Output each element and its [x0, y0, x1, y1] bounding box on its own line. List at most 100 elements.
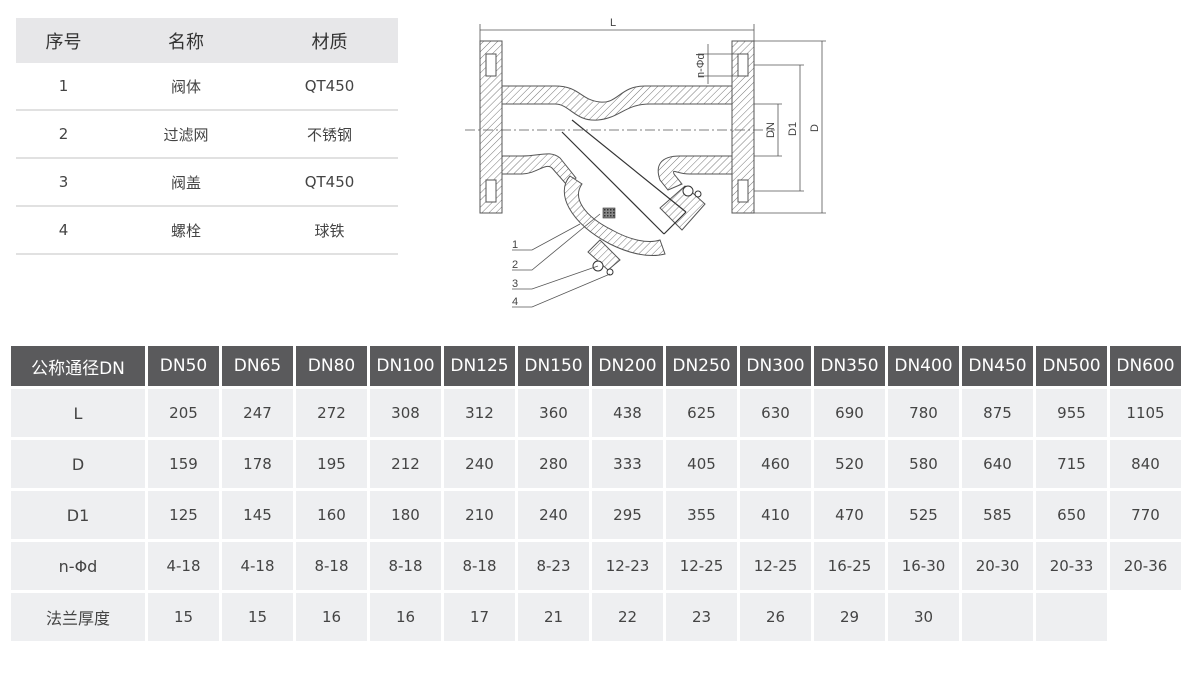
dimension-cell: 840 — [1110, 440, 1181, 488]
part-material: 不锈钢 — [261, 110, 398, 159]
part-no: 4 — [16, 206, 111, 255]
dimension-cell: 20-33 — [1036, 542, 1107, 590]
dimension-cell: 585 — [962, 491, 1033, 539]
dimension-cell: 145 — [222, 491, 293, 539]
dimension-row-label: D — [11, 440, 145, 488]
dimension-cell — [1036, 593, 1107, 641]
dimension-cell: 15 — [148, 593, 219, 641]
dn-column-header: DN125 — [444, 346, 515, 386]
dimension-row-label: 法兰厚度 — [11, 593, 145, 641]
dimension-cell: 21 — [518, 593, 589, 641]
dimension-cell: 16 — [296, 593, 367, 641]
dimension-cell: 4-18 — [222, 542, 293, 590]
dn-column-header: DN500 — [1036, 346, 1107, 386]
callout-1-label: 1 — [512, 239, 518, 251]
dimension-cell: 640 — [962, 440, 1033, 488]
dimension-cell: 360 — [518, 389, 589, 437]
y-strainer-drawing: L n-Φd DN D1 D 1 2 3 4 — [465, 17, 826, 308]
dimension-cell: 30 — [888, 593, 959, 641]
callout-2-label: 2 — [512, 259, 518, 271]
dn-column-header: DN400 — [888, 346, 959, 386]
dimension-cell: 26 — [740, 593, 811, 641]
dimension-header-row: 公称通径DN DN50 DN65 DN80 DN100 DN125 DN150 … — [11, 346, 1181, 386]
dn-column-header: DN350 — [814, 346, 885, 386]
dn-column-header: DN200 — [592, 346, 663, 386]
dimension-cell: 770 — [1110, 491, 1181, 539]
callout-leader-3 — [512, 265, 599, 290]
dimension-row-label: n-Φd — [11, 542, 145, 590]
right-flange — [731, 40, 755, 214]
dimension-cell: 690 — [814, 389, 885, 437]
mesh-patch — [602, 207, 616, 219]
dimension-cell: 12-25 — [666, 542, 737, 590]
dimension-row-label: L — [11, 389, 145, 437]
left-flange — [479, 40, 503, 214]
dimension-cell: 210 — [444, 491, 515, 539]
part-name: 阀体 — [111, 63, 261, 111]
dimension-cell: 20-36 — [1110, 542, 1181, 590]
part-material: QT450 — [261, 158, 398, 207]
dimension-cell: 8-23 — [518, 542, 589, 590]
dimension-cell: 333 — [592, 440, 663, 488]
screen-end — [663, 211, 687, 235]
dimension-cell: 212 — [370, 440, 441, 488]
dimension-cell: 195 — [296, 440, 367, 488]
dimension-cell: 4-18 — [148, 542, 219, 590]
dimension-cell: 780 — [888, 389, 959, 437]
dimension-cell: 520 — [814, 440, 885, 488]
part-material: 球铁 — [261, 206, 398, 255]
part-no: 2 — [16, 110, 111, 159]
dimension-table: 公称通径DN DN50 DN65 DN80 DN100 DN125 DN150 … — [8, 343, 1184, 644]
part-name: 过滤网 — [111, 110, 261, 159]
dimension-cell: 875 — [962, 389, 1033, 437]
dimension-cell: 240 — [444, 440, 515, 488]
dimension-cell: 525 — [888, 491, 959, 539]
screen-line-lower — [561, 131, 665, 235]
parts-header-no: 序号 — [16, 18, 111, 63]
dn-column-header: DN50 — [148, 346, 219, 386]
dimension-cell: 470 — [814, 491, 885, 539]
dimension-row-label: D1 — [11, 491, 145, 539]
dimension-cell: 159 — [148, 440, 219, 488]
dimension-cell: 160 — [296, 491, 367, 539]
dimension-cell: 16-25 — [814, 542, 885, 590]
bolt-hole-left-bottom — [485, 179, 497, 203]
dim-l-label: L — [610, 17, 616, 29]
callout-leader-1 — [512, 223, 581, 251]
dimension-cell: 650 — [1036, 491, 1107, 539]
dimension-cell: 625 — [666, 389, 737, 437]
parts-row: 3 阀盖 QT450 — [16, 158, 398, 207]
part-material: QT450 — [261, 63, 398, 111]
parts-table: 序号 名称 材质 1 阀体 QT450 2 过滤网 不锈钢 3 阀盖 QT450… — [16, 18, 398, 255]
dimension-cell: 178 — [222, 440, 293, 488]
dimension-cell: 15 — [222, 593, 293, 641]
y-branch-body — [563, 175, 666, 257]
dimension-cell: 312 — [444, 389, 515, 437]
bolt-hole-right-bottom — [737, 179, 749, 203]
part-no: 3 — [16, 158, 111, 207]
dimension-cell: 715 — [1036, 440, 1107, 488]
dimension-cell: 280 — [518, 440, 589, 488]
dimension-corner-header: 公称通径DN — [11, 346, 145, 386]
dimension-cell: 22 — [592, 593, 663, 641]
bolt-hole-left-top — [485, 53, 497, 77]
dn-column-header: DN450 — [962, 346, 1033, 386]
dn-column-header: DN80 — [296, 346, 367, 386]
dimension-cell: 955 — [1036, 389, 1107, 437]
parts-header-name: 名称 — [111, 18, 261, 63]
dimension-cell: 295 — [592, 491, 663, 539]
dim-dn-label: DN — [765, 122, 777, 138]
dimension-cell: 240 — [518, 491, 589, 539]
dn-column-header: DN100 — [370, 346, 441, 386]
dimension-cell: 438 — [592, 389, 663, 437]
dimension-cell: 247 — [222, 389, 293, 437]
dimension-cell: 20-30 — [962, 542, 1033, 590]
dim-d-label: D — [809, 124, 821, 132]
dimension-cell: 272 — [296, 389, 367, 437]
parts-row: 4 螺栓 球铁 — [16, 206, 398, 255]
dimension-cell: 1105 — [1110, 389, 1181, 437]
dn-column-header: DN65 — [222, 346, 293, 386]
dimension-cell: 180 — [370, 491, 441, 539]
